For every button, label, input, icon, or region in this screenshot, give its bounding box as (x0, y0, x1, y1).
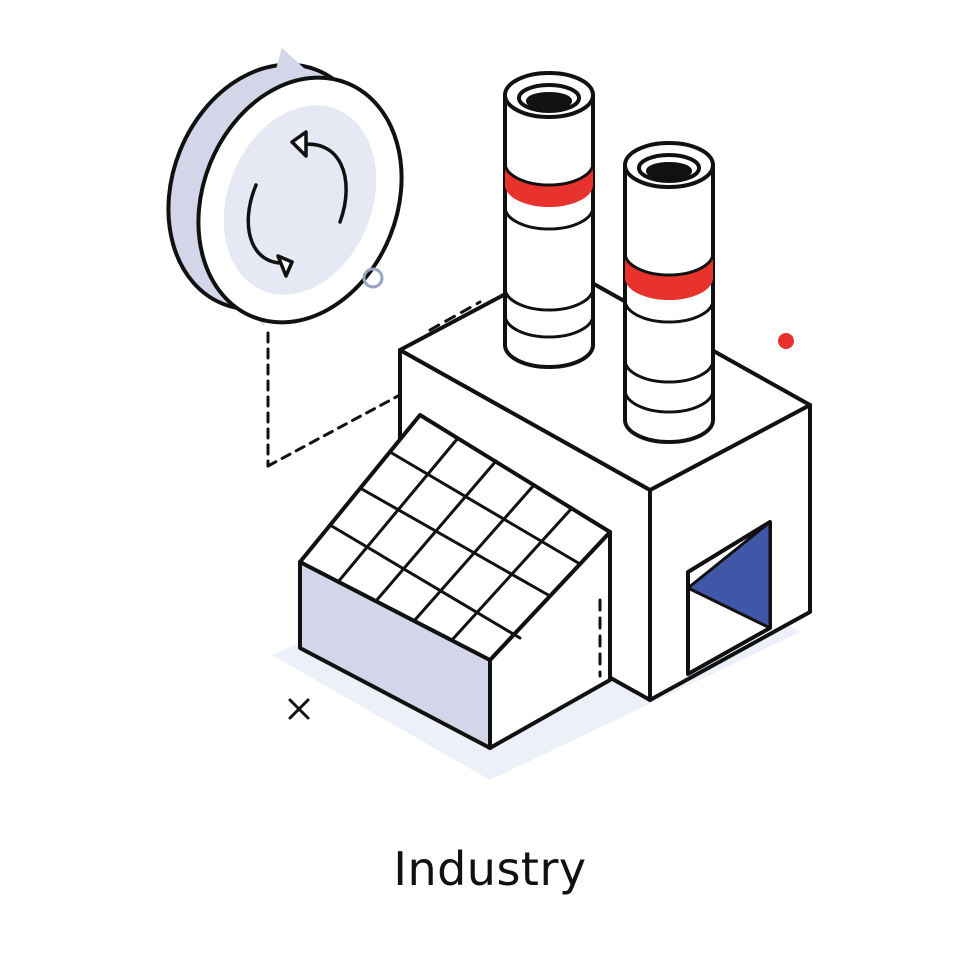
dashed-accents (428, 300, 812, 678)
recycle-arrows-icon (246, 130, 348, 278)
ring-dot (362, 267, 384, 289)
red-dot (778, 333, 794, 349)
cross-mark (288, 698, 310, 720)
caption-title: Industry (393, 842, 587, 896)
solar-panel-grid (328, 436, 582, 642)
recycle-badge (166, 48, 404, 468)
chimney-left (503, 71, 595, 369)
chimney-right (623, 141, 715, 444)
